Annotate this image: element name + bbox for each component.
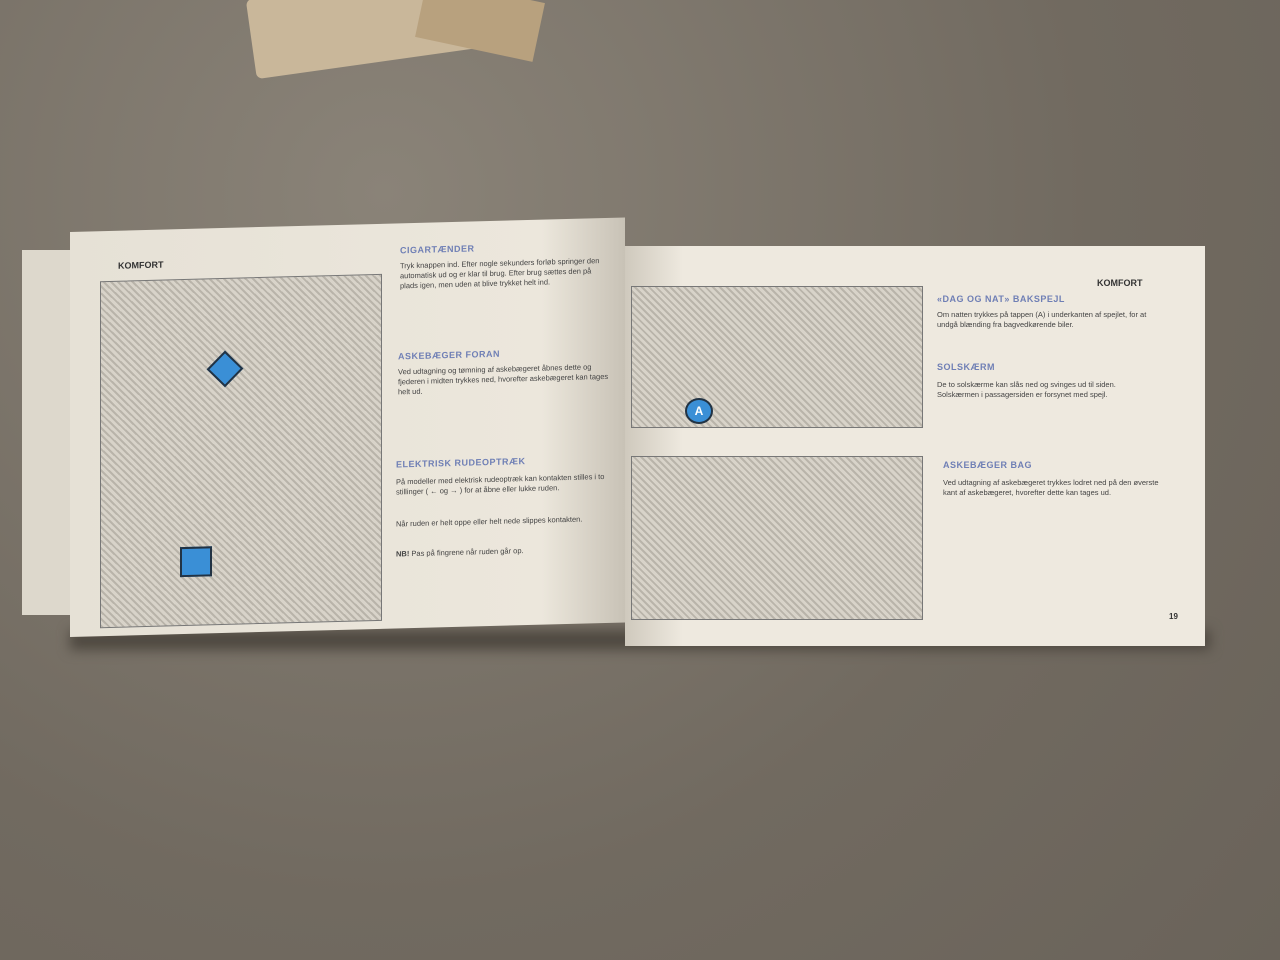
heading: ASKEBÆGER FORAN: [398, 348, 501, 362]
arrow-down-icon: [180, 546, 212, 578]
heading: ELEKTRISK RUDEOPTRÆK: [396, 456, 526, 470]
paragraph: Ved udtagning af askebægeret trykkes lod…: [943, 478, 1159, 497]
rear-ashtray-illustration: [631, 456, 923, 620]
section-title: KOMFORT: [1097, 278, 1143, 288]
heading: SOLSKÆRM: [937, 362, 995, 372]
nb-label: NB!: [396, 549, 410, 559]
paragraph: Om natten trykkes på tappen (A) i underk…: [937, 310, 1147, 329]
note: NB! Pas på fingrene når ruden går op.: [396, 544, 614, 560]
paragraph: Ved udtagning og tømning af askebægeret …: [398, 362, 609, 397]
dashboard-illustration: [100, 273, 382, 629]
paragraph: De to solskærme kan slås ned og svinges …: [937, 380, 1116, 399]
mirror-illustration: [631, 286, 923, 428]
page-number: 19: [1169, 612, 1178, 621]
nb-text: Pas på fingrene når ruden går op.: [409, 546, 524, 559]
left-page: KOMFORT CIGARTÆNDER Tryk knappen ind. Ef…: [70, 217, 625, 638]
heading: CIGARTÆNDER: [400, 243, 475, 256]
heading: ASKEBÆGER BAG: [943, 460, 1033, 470]
paragraph: Tryk knappen ind. Efter nogle sekunders …: [400, 256, 600, 291]
section-title: KOMFORT: [118, 259, 164, 271]
right-page: A KOMFORT «DAG OG NAT» BAKSPEJL Om natte…: [625, 246, 1205, 646]
paragraph: På modeller med elektrisk rudeoptræk kan…: [396, 472, 605, 497]
heading: «DAG OG NAT» BAKSPEJL: [937, 294, 1065, 304]
callout-a: A: [685, 398, 713, 424]
paragraph: Når ruden er helt oppe eller helt nede s…: [396, 514, 583, 529]
